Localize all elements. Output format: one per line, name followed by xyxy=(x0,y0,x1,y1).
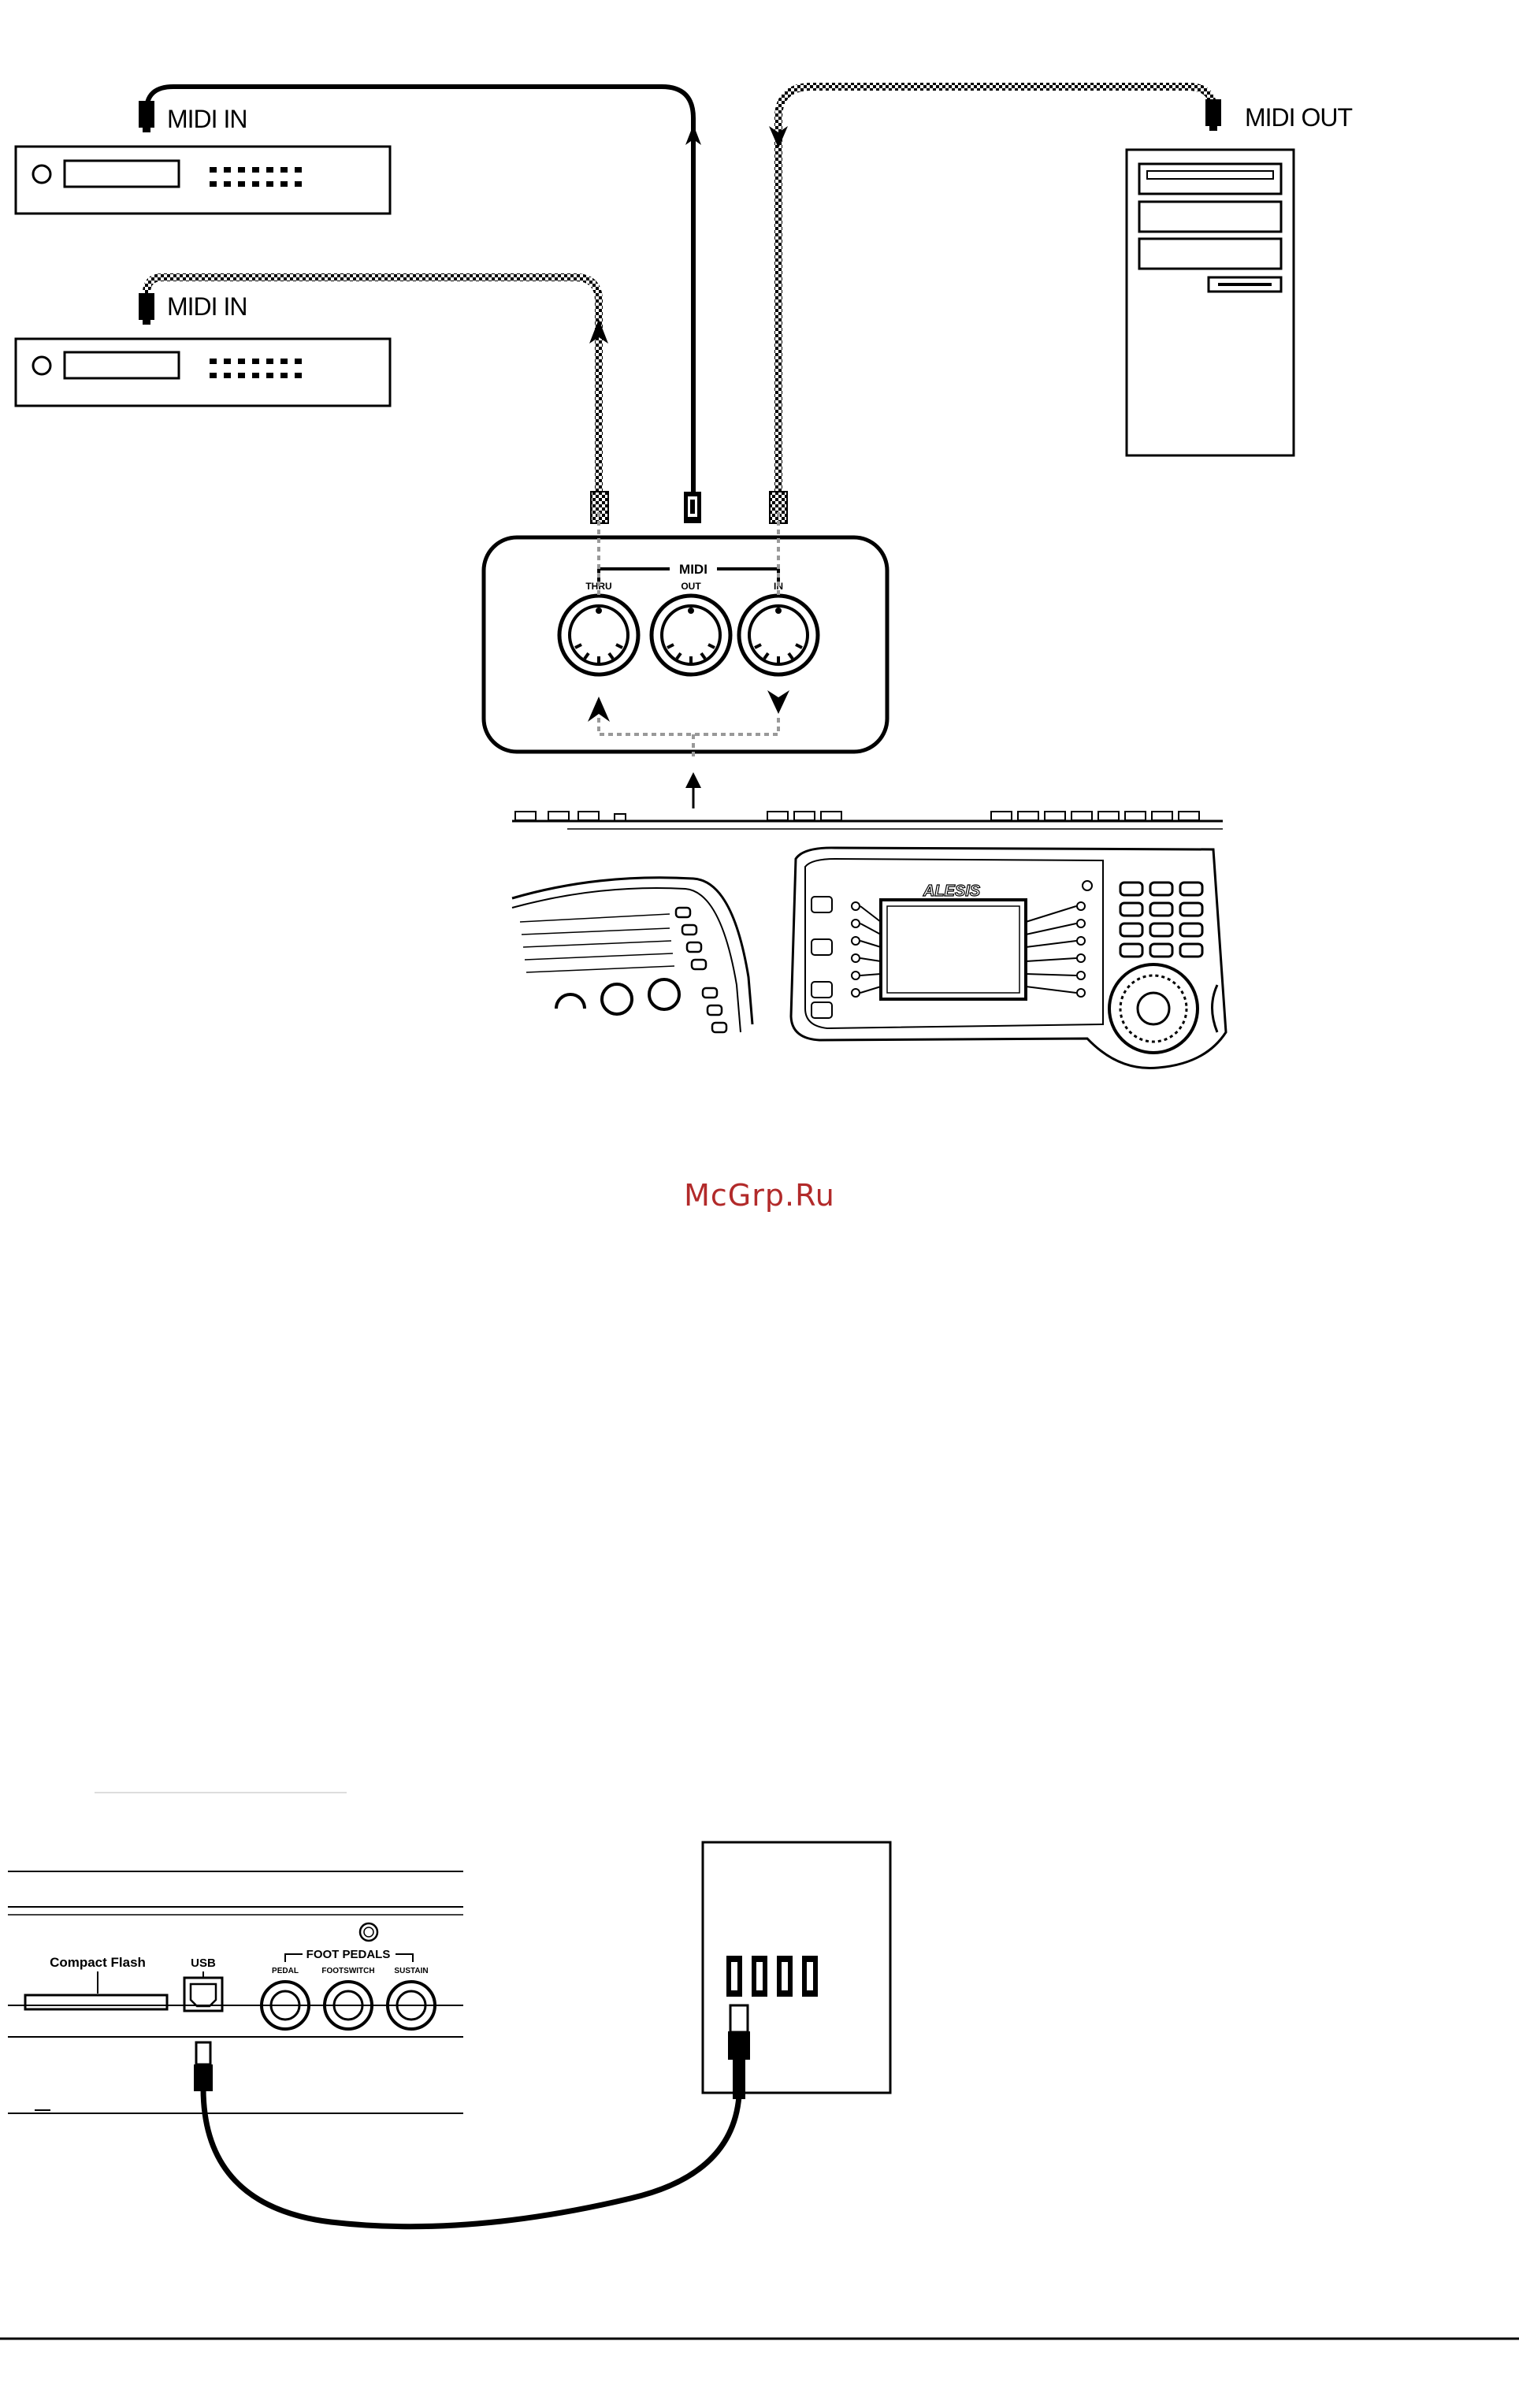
computer-usb-ports xyxy=(726,1956,818,1997)
plug-thru xyxy=(591,492,608,523)
compact-flash-slot xyxy=(25,1995,167,2009)
plug-computer xyxy=(1205,99,1221,131)
label-pedal: PEDAL xyxy=(272,1967,299,1975)
label-midi-panel: MIDI xyxy=(679,562,708,577)
midi-port-panel: MIDI THRU OUT IN xyxy=(484,512,887,756)
plug-in xyxy=(770,492,787,523)
label-foot-pedals: FOOT PEDALS xyxy=(306,1948,391,1961)
plug-out xyxy=(684,492,701,523)
plug-second-module xyxy=(139,293,154,325)
label-midi-in-second: MIDI IN xyxy=(167,292,247,321)
plug-top-module xyxy=(139,101,154,132)
usb-cable xyxy=(194,2005,750,2227)
jog-dial xyxy=(1109,964,1198,1053)
label-midi-out-computer: MIDI OUT xyxy=(1245,103,1352,132)
label-usb: USB xyxy=(191,1956,216,1970)
din-socket-in xyxy=(739,596,818,674)
keyboard-rear-panel: Compact Flash USB FOOT PEDALS PEDAL FOOT… xyxy=(8,1793,463,2113)
arrow-up-keyboard xyxy=(685,772,701,808)
pedal-indicator xyxy=(360,1923,377,1941)
computer-tower xyxy=(1127,150,1294,455)
alesis-logo: ALESIS xyxy=(923,883,981,900)
sound-module-bottom xyxy=(16,339,390,406)
din-socket-out xyxy=(652,596,730,674)
label-footswitch: FOOTSWITCH xyxy=(321,1967,374,1975)
keyboard-top-panel: ALESIS xyxy=(512,812,1226,1068)
label-midi-in-top: MIDI IN xyxy=(167,105,247,133)
sound-module-top xyxy=(16,147,390,214)
din-socket-thru xyxy=(559,596,638,674)
label-sustain: SUSTAIN xyxy=(394,1967,428,1975)
label-compact-flash: Compact Flash xyxy=(50,1955,146,1970)
cable-midi-in xyxy=(769,87,1213,496)
cable-midi-out xyxy=(147,87,701,496)
label-port-out: OUT xyxy=(681,581,701,592)
watermark: McGrp.Ru xyxy=(684,1178,835,1213)
